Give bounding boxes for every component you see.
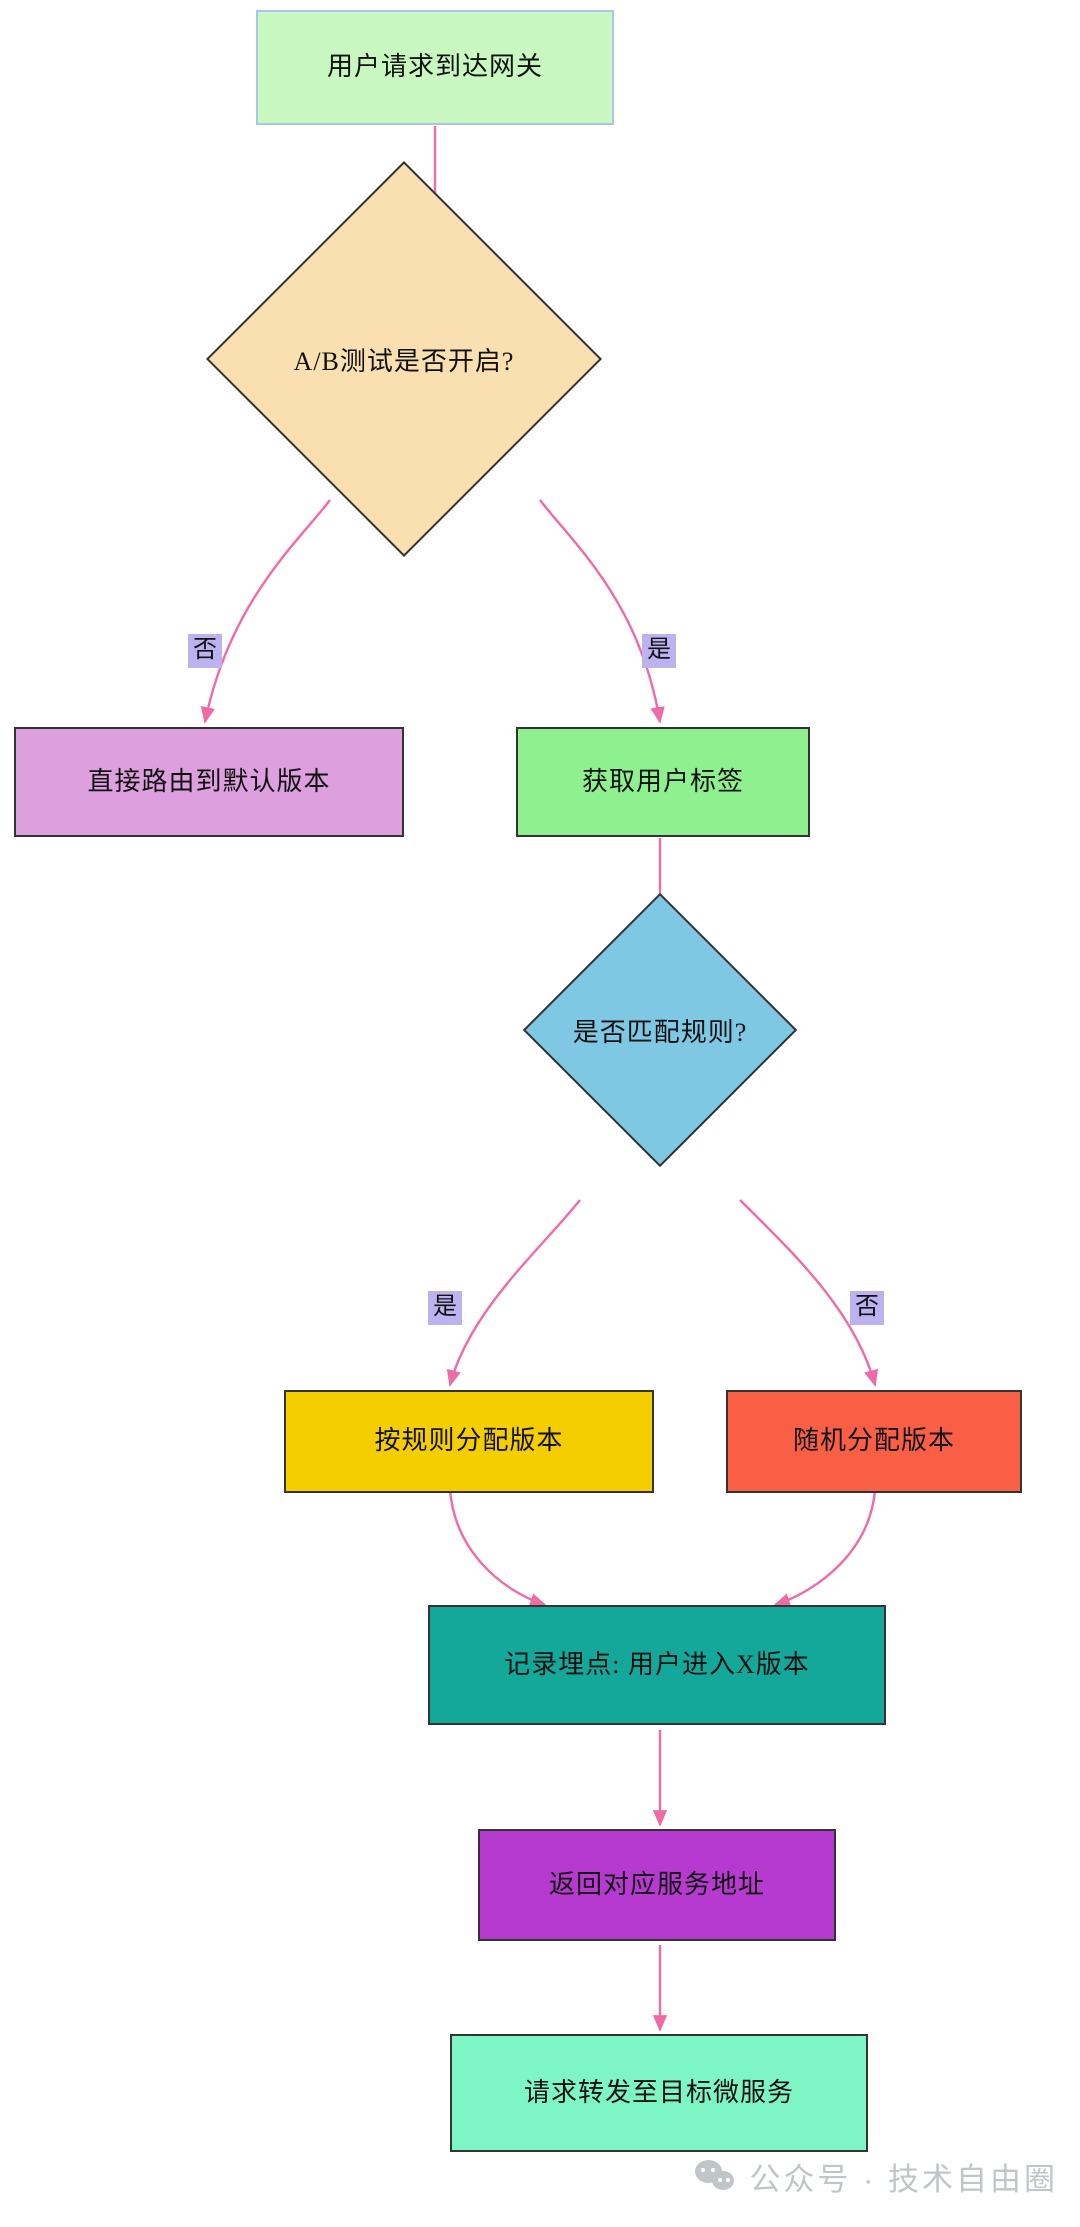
node-ab-test-enabled-decision[interactable]: A/B测试是否开启? (206, 161, 602, 557)
wechat-icon (695, 2159, 737, 2194)
watermark-text: 公众号 · 技术自由圈 (749, 2162, 1058, 2197)
edge-label-rule-yes: 是 (428, 1291, 462, 1326)
edge-ab-decision-to-default-route (200, 499, 331, 724)
node-assign-version-by-rule[interactable]: 按规则分配版本 (284, 1390, 654, 1493)
node-label: 获取用户标签 (581, 766, 744, 796)
edge-rule-version-to-tracking (448, 1489, 547, 1608)
edge-rule-decision-to-random-version (739, 1199, 879, 1387)
node-rule-match-decision[interactable]: 是否匹配规则? (522, 892, 798, 1168)
node-user-request-gateway[interactable]: 用户请求到达网关 (256, 10, 614, 125)
edge-ab-decision-to-get-user-tag (539, 499, 665, 724)
edge-label-ab-no: 否 (188, 634, 222, 669)
edge-label-rule-no: 否 (850, 1291, 884, 1326)
edge-label-ab-yes: 是 (642, 634, 676, 669)
node-label: 请求转发至目标微服务 (523, 2077, 794, 2107)
node-label: 直接路由到默认版本 (87, 766, 331, 796)
node-get-user-tag[interactable]: 获取用户标签 (516, 727, 810, 837)
node-label: 按规则分配版本 (374, 1426, 564, 1456)
node-record-tracking-event[interactable]: 记录埋点: 用户进入X版本 (428, 1605, 886, 1725)
node-label: 随机分配版本 (792, 1426, 955, 1456)
watermark: 公众号 · 技术自由圈 (695, 2154, 1058, 2199)
edge-random-version-to-tracking (773, 1489, 877, 1608)
node-return-service-address[interactable]: 返回对应服务地址 (478, 1829, 836, 1941)
node-assign-version-randomly[interactable]: 随机分配版本 (726, 1390, 1022, 1493)
node-forward-to-microservice[interactable]: 请求转发至目标微服务 (450, 2034, 868, 2152)
node-label: 返回对应服务地址 (548, 1869, 765, 1899)
node-label: 用户请求到达网关 (326, 52, 543, 82)
node-default-route[interactable]: 直接路由到默认版本 (14, 727, 404, 837)
node-label: A/B测试是否开启? (293, 346, 515, 376)
node-label: 是否匹配规则? (572, 1017, 748, 1047)
edge-rule-decision-to-rule-version (446, 1199, 581, 1387)
node-label: 记录埋点: 用户进入X版本 (504, 1649, 810, 1679)
